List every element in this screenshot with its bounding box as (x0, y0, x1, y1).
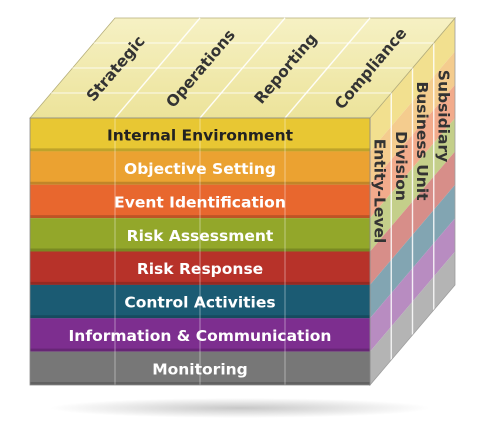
front-band-4 (30, 218, 370, 252)
side-label-2: Division (392, 131, 410, 201)
front-band-shadow (30, 382, 370, 385)
front-band-shadow (30, 315, 370, 319)
side-label-3: Business Unit (413, 81, 431, 201)
front-band-1 (30, 118, 370, 152)
front-row-label-2: Objective Setting (124, 160, 276, 178)
top-column-divider (199, 17, 286, 119)
front-row-label-1: Internal Environment (107, 127, 294, 145)
front-row-label-3: Event Identification (114, 193, 286, 211)
front-face-outline (29, 117, 371, 386)
front-band-2 (30, 151, 370, 185)
front-row-label-4: Risk Assessment (127, 227, 274, 245)
front-band-shadow (30, 215, 370, 219)
front-band-shadow (30, 348, 370, 352)
side-label-group: Division (392, 131, 410, 201)
front-band-shadow (30, 181, 370, 185)
front-band-shadow (30, 281, 370, 285)
front-row-label-5: Risk Response (137, 260, 263, 278)
front-band-3 (30, 184, 370, 219)
front-row-label-6: Control Activities (124, 294, 275, 312)
side-label-group: Business Unit (413, 81, 431, 201)
side-label-group: Subsidiary (434, 70, 452, 162)
front-band-6 (30, 284, 370, 319)
side-label-4: Subsidiary (434, 70, 452, 162)
cube-shadow (50, 398, 430, 418)
front-band-7 (30, 318, 370, 352)
front-band-shadow (30, 148, 370, 152)
front-row-label-8: Monitoring (152, 360, 248, 378)
front-band-8 (30, 351, 370, 385)
front-row-label-7: Information & Communication (69, 327, 332, 345)
side-label-group: Entity-Level (371, 139, 389, 244)
front-band-shadow (30, 248, 370, 252)
top-column-divider (284, 17, 371, 119)
side-label-1: Entity-Level (371, 139, 389, 244)
top-column-divider (114, 17, 201, 119)
front-band-5 (30, 251, 370, 285)
